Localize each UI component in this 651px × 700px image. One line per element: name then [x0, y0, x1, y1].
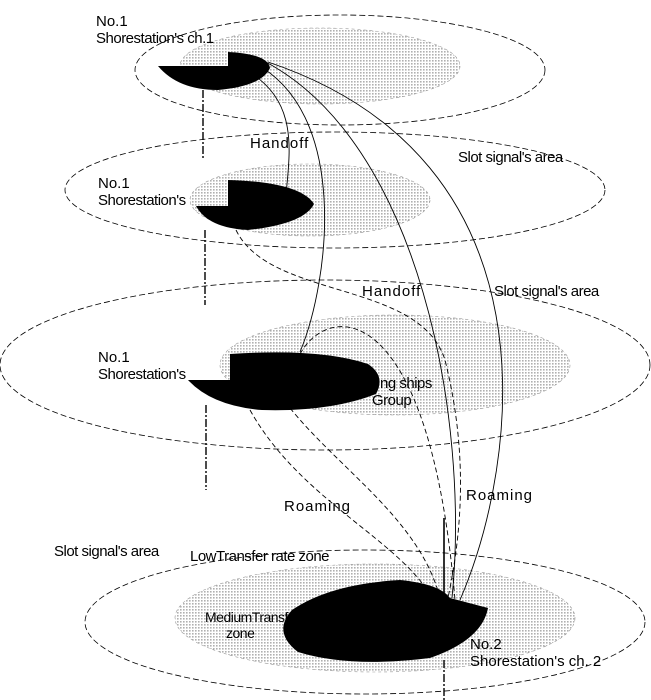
handoff-links [237, 59, 503, 601]
roaming-link-3 [289, 407, 441, 599]
layer-2-station-number: No.1 [98, 175, 130, 192]
slot-area-label-3: Slot signal's area [54, 543, 159, 560]
roaming-link-4 [299, 326, 456, 601]
layer-3-station-sector [188, 352, 380, 411]
handoff-label-1: Handoff [250, 135, 310, 152]
layer-2-station-name: Shorestation's [98, 192, 186, 209]
layer-3-station-name: Shorestation's [98, 366, 186, 383]
layer-2-station-sector [196, 180, 314, 230]
handoff-link-3 [261, 59, 456, 599]
slot-area-label-2: Slot signal's area [494, 283, 599, 300]
ships-group-label-line-2: Group [372, 392, 412, 409]
bottom-station-name: Shorestation's ch. 2 [470, 653, 602, 670]
layer-4 [84, 518, 646, 700]
handoff-link-2 [251, 61, 325, 353]
layer-3-outer-ellipse [0, 279, 651, 451]
medium-transfer-zone-label-line-1: MediumTransfer [205, 609, 300, 625]
roaming-link-2 [249, 409, 433, 599]
layer-3-station-number: No.1 [98, 349, 130, 366]
roaming-label-2: Roaming [466, 487, 534, 504]
layer-1-station-sector [158, 52, 270, 90]
slot-area-label-1: Slot signal's area [458, 149, 563, 166]
layer-4-outer-ellipse [84, 549, 646, 695]
top-station-name: Shorestation's ch.1 [96, 30, 214, 47]
layer-1 [134, 14, 546, 158]
layer-4-station-sector [283, 580, 488, 662]
roaming-link-1 [235, 229, 461, 599]
medium-transfer-zone-label-line-2: zone [226, 625, 255, 641]
low-transfer-zone-label: LowTransfer rate zone [190, 548, 330, 565]
ships-group-label-line-1: ng ships [380, 375, 432, 392]
top-station-number: No.1 [96, 13, 128, 30]
handoff-label-2: Handoff [362, 283, 422, 300]
roaming-label-1: Roaming [284, 498, 352, 515]
layer-2-outer-ellipse [64, 131, 606, 249]
bottom-station-number: No.2 [470, 636, 502, 653]
layer-3 [0, 279, 651, 490]
layer-2 [64, 131, 606, 305]
handoff-link-4 [267, 61, 503, 601]
handoff-link-1 [237, 65, 290, 196]
roaming-links [235, 229, 461, 601]
